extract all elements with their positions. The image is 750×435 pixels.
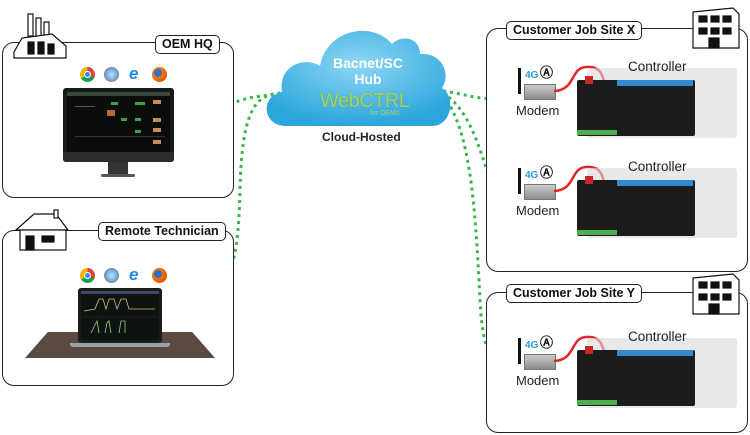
- controller-label: Controller: [628, 159, 687, 174]
- controller: [567, 338, 739, 416]
- webctrl-logo: WebCTRL for OEMs: [318, 90, 418, 120]
- site-x-unit-2: 4G Ⓐ Modem Controller: [512, 159, 742, 252]
- laptop-screen: [81, 291, 159, 340]
- firefox-icon: [152, 67, 167, 82]
- factory-icon: [13, 13, 67, 59]
- link-site-y: [441, 94, 519, 371]
- office-building-icon: [692, 273, 740, 315]
- modem: 4G Ⓐ: [512, 160, 562, 220]
- webctrl-logo-text: WebCTRL: [320, 90, 410, 112]
- chrome-icon: [80, 67, 95, 82]
- antenna-icon: [518, 168, 521, 194]
- controller: [567, 68, 739, 146]
- antenna-icon: [518, 338, 521, 364]
- 4g-badge: 4G: [525, 170, 539, 181]
- site-x-unit-1: 4G Ⓐ Modem Controller: [512, 59, 742, 152]
- controller: [567, 168, 739, 246]
- browser-icons-technician: e: [80, 265, 170, 284]
- desktop-monitor: [63, 88, 174, 183]
- modem-label: Modem: [516, 203, 560, 218]
- signal-tower-icon: Ⓐ: [540, 165, 554, 180]
- firefox-icon: [152, 268, 167, 283]
- laptop: [70, 288, 170, 348]
- hub-caption: Cloud-Hosted: [322, 130, 401, 144]
- safari-icon: [104, 67, 119, 82]
- modem-label: Modem: [516, 103, 560, 118]
- antenna-icon: [518, 68, 521, 94]
- office-building-icon: [692, 7, 740, 49]
- controller-label: Controller: [628, 59, 687, 74]
- 4g-badge: 4G: [525, 70, 539, 81]
- site-y-unit-1: 4G Ⓐ Modem Controller: [512, 329, 742, 422]
- modem: 4G Ⓐ: [512, 330, 562, 390]
- chrome-icon: [80, 268, 95, 283]
- customer-site-y-label: Customer Job Site Y: [506, 284, 643, 303]
- signal-tower-icon: Ⓐ: [540, 335, 554, 350]
- controller-label: Controller: [628, 329, 687, 344]
- hub-title: Bacnet/SC Hub: [318, 55, 418, 87]
- safari-icon: [104, 268, 119, 283]
- oem-hq-label: OEM HQ: [155, 35, 220, 54]
- modem-label: Modem: [516, 373, 560, 388]
- cloud-shape: [266, 30, 451, 127]
- 4g-badge: 4G: [525, 340, 539, 351]
- hub-title-line2: Hub: [354, 71, 382, 87]
- modem: 4G Ⓐ: [512, 60, 562, 120]
- internet-explorer-icon: e: [129, 64, 139, 83]
- house-icon: [14, 209, 70, 251]
- remote-technician-label: Remote Technician: [98, 222, 226, 241]
- internet-explorer-icon: e: [129, 265, 139, 284]
- link-site-x-1: [442, 89, 519, 101]
- customer-site-x-label: Customer Job Site X: [506, 21, 643, 40]
- webctrl-logo-sub: for OEMs: [370, 110, 400, 117]
- signal-tower-icon: Ⓐ: [540, 65, 554, 80]
- browser-icons-hq: e: [80, 64, 170, 83]
- link-technician: [162, 91, 281, 314]
- hub-title-line1: Bacnet/SC: [332, 55, 404, 71]
- monitor-screen: [67, 92, 170, 152]
